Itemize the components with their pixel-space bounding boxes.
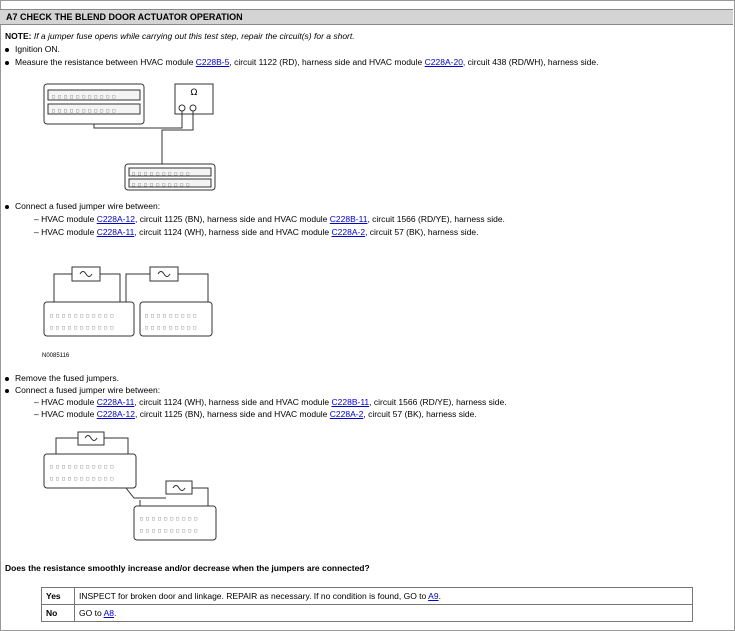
jumper-row-2: – HVAC module C228A-11, circuit 1124 (WH… [34, 227, 479, 237]
svg-text:□ □ □ □ □ □ □ □ □ □: □ □ □ □ □ □ □ □ □ □ [140, 516, 197, 522]
text: Connect a fused jumper wire between: [15, 201, 161, 211]
text: Measure the resistance between HVAC modu… [15, 57, 196, 67]
link-c228a-2-b[interactable]: C228A-2 [329, 409, 364, 419]
jumper-row-1: – HVAC module C228A-12, circuit 1125 (BN… [34, 214, 505, 224]
connector-a [43, 301, 135, 337]
result-row-yes: Yes INSPECT for broken door and linkage.… [41, 587, 693, 605]
link-c228b-11-b[interactable]: C228B-11 [331, 397, 370, 407]
text: HVAC module [41, 409, 97, 419]
link-c228a-11[interactable]: C228A-11 [96, 227, 135, 237]
text: , circuit 438 (RD/WH), harness side. [462, 57, 599, 67]
no-label: No [41, 604, 75, 622]
svg-text:□ □ □ □ □ □ □ □ □: □ □ □ □ □ □ □ □ □ [145, 313, 196, 319]
note-line: NOTE: If a jumper fuse opens while carry… [5, 31, 355, 41]
svg-text:□ □ □ □ □ □ □ □ □: □ □ □ □ □ □ □ □ □ [145, 325, 196, 331]
jumper-row-4: – HVAC module C228A-12, circuit 1125 (BN… [34, 409, 477, 419]
svg-text:□ □ □ □ □ □ □ □ □ □ □: □ □ □ □ □ □ □ □ □ □ □ [50, 476, 113, 482]
link-a8[interactable]: A8 [103, 608, 114, 618]
yes-action: INSPECT for broken door and linkage. REP… [74, 587, 693, 605]
text: , circuit 1566 (RD/YE), harness side. [367, 214, 505, 224]
ohmmeter-box [174, 83, 214, 115]
svg-text:□ □ □ □ □ □ □ □ □ □ □: □ □ □ □ □ □ □ □ □ □ □ [52, 108, 115, 114]
bullet-remove: Remove the fused jumpers. [5, 373, 119, 383]
svg-text:□ □ □ □ □ □ □ □ □ □ □: □ □ □ □ □ □ □ □ □ □ □ [52, 94, 115, 100]
text: , circuit 1122 (RD), harness side and HV… [229, 57, 425, 67]
bullet-icon [5, 60, 9, 65]
text: . [438, 591, 441, 601]
text: Remove the fused jumpers. [15, 373, 119, 383]
yes-label: Yes [41, 587, 75, 605]
bullet-icon [5, 376, 9, 381]
bullet-measure: Measure the resistance between HVAC modu… [5, 57, 599, 67]
question-text: Does the resistance smoothly increase an… [5, 563, 370, 573]
text: Connect a fused jumper wire between: [15, 385, 161, 395]
note-label: NOTE: [5, 31, 32, 41]
bullet-icon [5, 204, 9, 209]
svg-text:□ □ □ □ □ □ □ □ □ □: □ □ □ □ □ □ □ □ □ □ [132, 182, 189, 188]
text: , circuit 1124 (WH), harness side and HV… [134, 397, 332, 407]
text: HVAC module [41, 227, 97, 237]
text: , circuit 1124 (WH), harness side and HV… [134, 227, 332, 237]
text: , circuit 57 (BK), harness side. [365, 227, 479, 237]
jumper-diagram-1: □ □ □ □ □ □ □ □ □ □ □ □ □ □ □ □ □ □ □ □ … [43, 266, 213, 337]
bullet-icon [5, 388, 9, 393]
bullet-ignition: Ignition ON. [5, 44, 60, 54]
text: , circuit 57 (BK), harness side. [363, 409, 477, 419]
text: . [113, 608, 117, 618]
step-header: A7 CHECK THE BLEND DOOR ACTUATOR OPERATI… [0, 9, 733, 25]
connector-d [133, 505, 217, 541]
jumper-diagram-2: □ □ □ □ □ □ □ □ □ □ □ □ □ □ □ □ □ □ □ □ … [43, 431, 217, 541]
text: , circuit 1125 (BN), harness side and HV… [134, 409, 330, 419]
link-c228a-11-b[interactable]: C228A-11 [96, 397, 135, 407]
bullet-connect-1: Connect a fused jumper wire between: [5, 201, 160, 211]
svg-text:□ □ □ □ □ □ □ □ □ □ □: □ □ □ □ □ □ □ □ □ □ □ [50, 325, 113, 331]
connector-lower [124, 163, 216, 191]
link-a9[interactable]: A9 [428, 591, 439, 601]
text: HVAC module [41, 214, 97, 224]
text: INSPECT for broken door and linkage. REP… [79, 591, 429, 601]
link-c228a-2[interactable]: C228A-2 [331, 227, 366, 237]
bullet-icon [5, 47, 9, 52]
text: , circuit 1566 (RD/YE), harness side. [369, 397, 507, 407]
text: , circuit 1125 (BN), harness side and HV… [134, 214, 330, 224]
ohmmeter-diagram: Ω □ □ □ □ □ □ □ □ □ □ □ □ □ □ □ □ □ □ □ … [43, 83, 216, 191]
ohm-symbol: Ω [191, 88, 198, 98]
bullet-text: Ignition ON. [15, 44, 60, 54]
svg-text:□ □ □ □ □ □ □ □ □ □ □: □ □ □ □ □ □ □ □ □ □ □ [50, 313, 113, 319]
text: GO to [79, 608, 104, 618]
note-text: If a jumper fuse opens while carrying ou… [33, 31, 355, 41]
results-table: Yes INSPECT for broken door and linkage.… [41, 587, 693, 622]
link-c228a-12[interactable]: C228A-12 [96, 214, 135, 224]
connector-c [43, 453, 137, 489]
svg-text:□ □ □ □ □ □ □ □ □ □: □ □ □ □ □ □ □ □ □ □ [132, 171, 189, 177]
result-row-no: No GO to A8. [41, 604, 693, 622]
figure-id: N0085116 [42, 353, 70, 359]
link-c228a-12-b[interactable]: C228A-12 [96, 409, 135, 419]
step-title: A7 CHECK THE BLEND DOOR ACTUATOR OPERATI… [6, 12, 243, 22]
svg-text:□ □ □ □ □ □ □ □ □ □ □: □ □ □ □ □ □ □ □ □ □ □ [50, 464, 113, 470]
link-c228a-20[interactable]: C228A-20 [424, 57, 463, 67]
svg-text:□ □ □ □ □ □ □ □ □ □: □ □ □ □ □ □ □ □ □ □ [140, 528, 197, 534]
bullet-connect-2: Connect a fused jumper wire between: [5, 385, 160, 395]
link-c228b-11[interactable]: C228B-11 [329, 214, 368, 224]
link-c228b-5[interactable]: C228B-5 [195, 57, 230, 67]
connector-b [139, 301, 213, 337]
no-action: GO to A8. [74, 604, 693, 622]
text: HVAC module [41, 397, 97, 407]
jumper-row-3: – HVAC module C228A-11, circuit 1124 (WH… [34, 397, 507, 407]
